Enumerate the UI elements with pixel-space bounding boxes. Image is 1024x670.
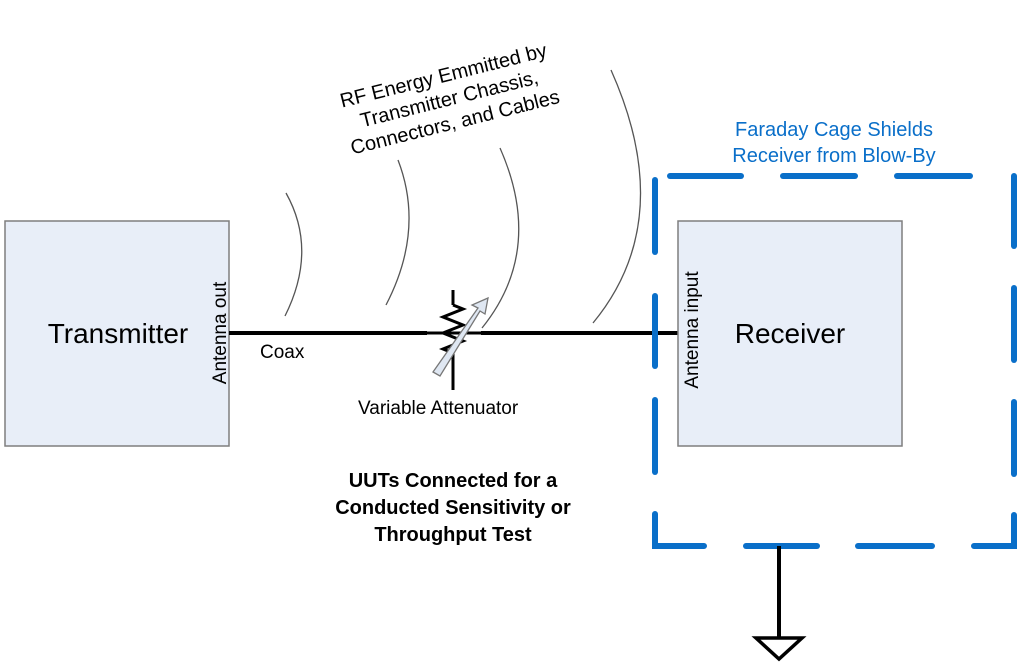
receiver-block: Receiver Antenna input xyxy=(677,220,903,447)
rf-emission-waves-icon xyxy=(284,69,642,329)
rf-energy-note: RF Energy Emmitted by Transmitter Chassi… xyxy=(338,40,562,160)
caption-line-2: Conducted Sensitivity or xyxy=(335,497,571,519)
transmitter-label: Transmitter xyxy=(48,318,189,349)
variable-attenuator-label: Variable Attenuator xyxy=(358,398,519,419)
faraday-cage-label-line-2: Receiver from Blow-By xyxy=(732,145,935,167)
receiver-box xyxy=(677,220,903,447)
transmitter-block: Transmitter Antenna out xyxy=(4,220,231,447)
caption-line-1: UUTs Connected for a xyxy=(349,470,558,492)
caption-line-3: Throughput Test xyxy=(374,524,532,546)
antenna-out-label: Antenna out xyxy=(210,281,231,384)
transmitter-box xyxy=(4,220,230,447)
faraday-cage-outline xyxy=(652,173,1017,549)
ground-icon xyxy=(751,546,807,662)
receiver-label: Receiver xyxy=(735,318,845,349)
antenna-input-label: Antenna input xyxy=(682,271,703,389)
coax-label: Coax xyxy=(260,342,305,363)
faraday-cage-label-line-1: Faraday Cage Shields xyxy=(735,119,933,141)
variable-attenuator-icon xyxy=(432,290,489,390)
